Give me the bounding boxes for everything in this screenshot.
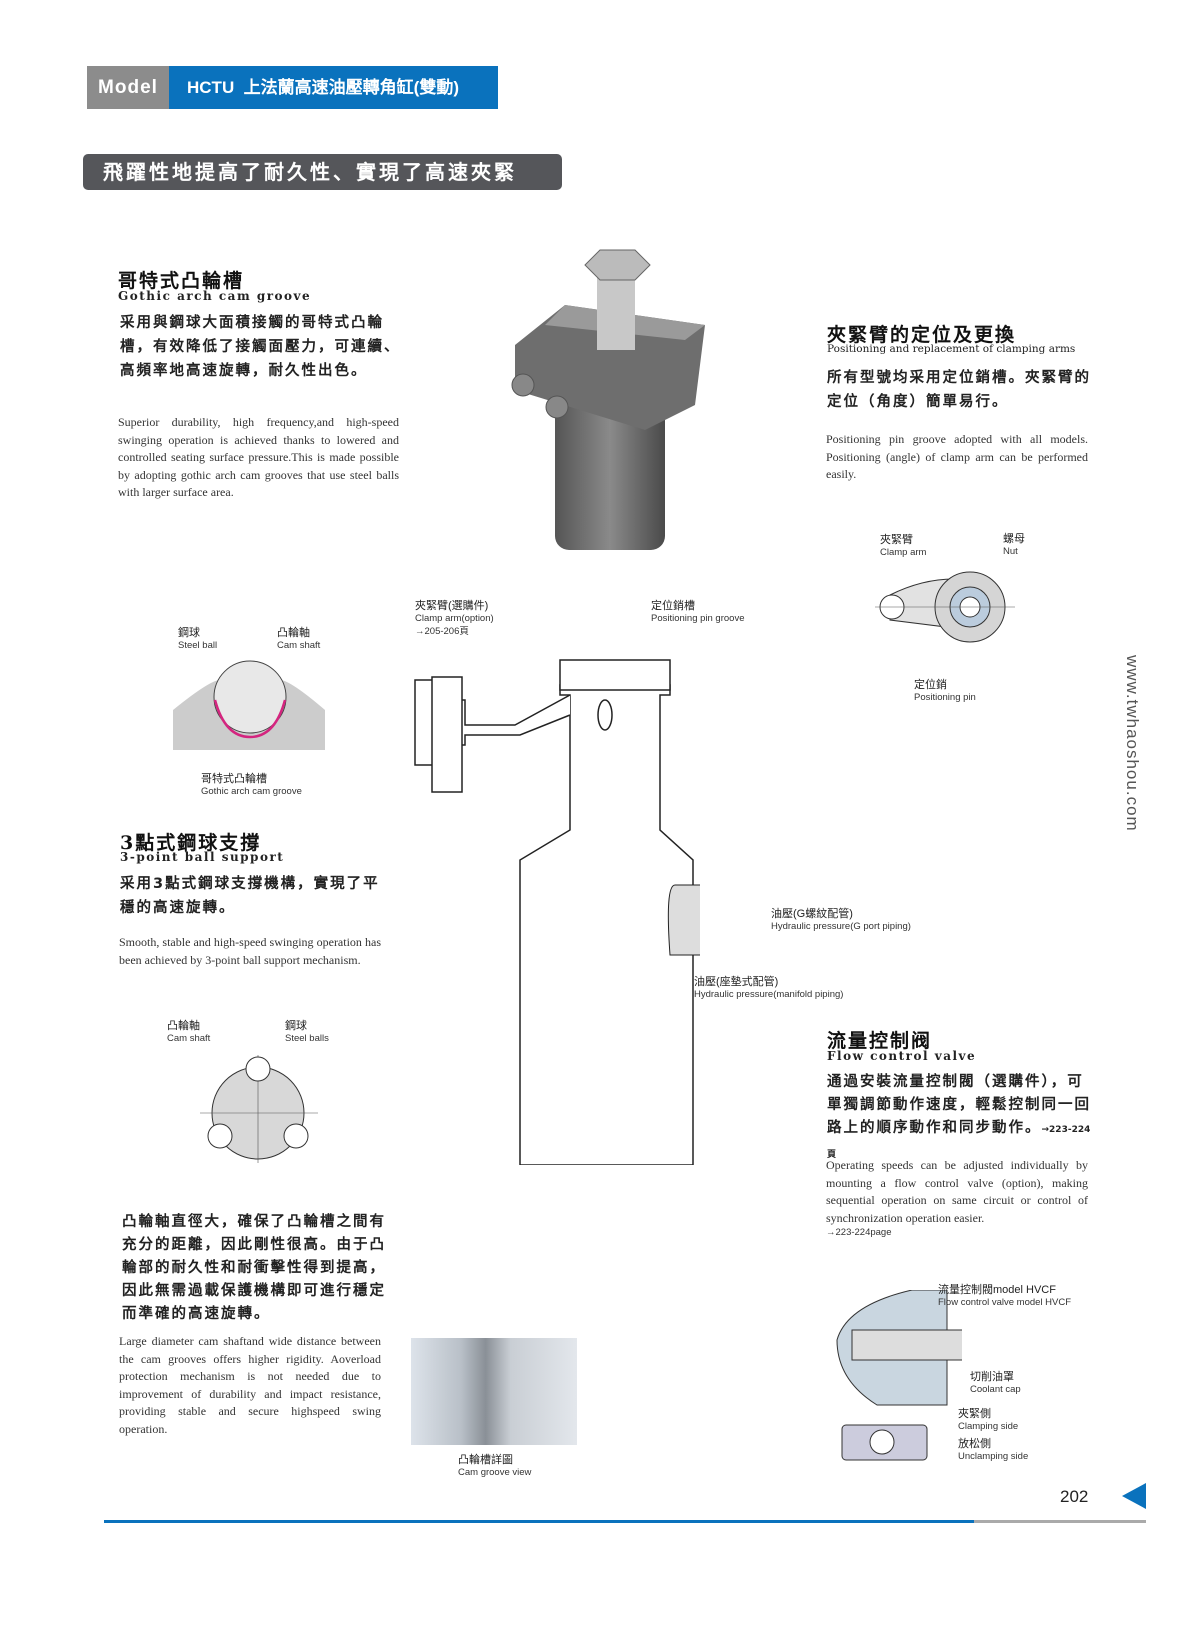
product-photo	[511, 249, 705, 550]
positioning-title-cn: 夾緊臂的定位及更換	[827, 324, 1017, 346]
three-point-diagram	[200, 1055, 318, 1163]
flow-ref: →223-224page	[826, 1227, 892, 1238]
page-number: 202	[1060, 1487, 1089, 1506]
cylinder-diagram	[414, 659, 700, 1165]
footer-rule-gray	[974, 1520, 1146, 1523]
gothic-body-en: Superior durability, high frequency,and …	[118, 415, 399, 499]
headline-banner: 飛躍性地提高了耐久性、實現了高速夾緊	[83, 154, 562, 190]
flow-title-en: Flow control valve	[827, 1049, 977, 1063]
footer-rule	[104, 1520, 974, 1523]
cam-shaft-body-en: Large diameter cam shaftand wide distanc…	[119, 1334, 381, 1436]
gothic-body-cn: 采用與鋼球大面積接觸的哥特式凸輪槽，有效降低了接觸面壓力，可連續、高頻率地高速旋…	[120, 315, 401, 379]
positioning-body-en: Positioning pin groove adopted with all …	[826, 432, 1088, 481]
gothic-groove-diagram	[173, 660, 325, 750]
three-point-body-cn: 采用3點式鋼球支撐機構，實現了平穩的高速旋轉。	[120, 876, 380, 916]
clamp-arm-diagram	[875, 571, 1015, 643]
positioning-title-en: Positioning and replacement of clamping …	[827, 343, 1076, 355]
hydraulic-g-port-label: 油壓(G螺紋配管)Hydraulic pressure(G port pipin…	[771, 908, 911, 932]
model-title: HCTU 上法蘭高速油壓轉角缸(雙動)	[187, 78, 459, 97]
three-point-title-cn: 3點式鋼球支撐	[120, 832, 262, 854]
gothic-title-cn: 哥特式凸輪槽	[118, 270, 245, 292]
hydraulic-manifold-label: 油壓(座墊式配管)Hydraulic pressure(manifold pip…	[694, 976, 844, 1000]
cam-groove-photo	[411, 1338, 577, 1445]
model-label: Model	[87, 66, 169, 109]
clamp-arm-option-label: 夾緊臂(選購件)Clamp arm(option)→205-206頁	[415, 600, 494, 637]
page-arrow-icon[interactable]	[1122, 1483, 1146, 1509]
positioning-body-cn: 所有型號均采用定位銷槽。夾緊臂的定位（角度）簡單易行。	[827, 370, 1091, 410]
flow-title-cn: 流量控制阀	[827, 1030, 933, 1052]
three-point-title-en: 3-point ball support	[120, 850, 285, 864]
website-vertical: www.twhaoshou.com	[1123, 655, 1142, 832]
gothic-title-en: Gothic arch cam groove	[118, 289, 312, 303]
flow-body-cn: 通過安裝流量控制閥（選購件），可單獨調節動作速度，輕鬆控制同一回路上的順序動作和…	[827, 1074, 1091, 1160]
three-point-body-en: Smooth, stable and high-speed swinging o…	[119, 935, 381, 967]
model-bar: Model HCTU 上法蘭高速油壓轉角缸(雙動)	[87, 66, 498, 109]
cam-shaft-body-cn: 凸輪軸直徑大，確保了凸輪槽之間有充分的距離，因此剛性很高。由于凸輪部的耐久性和耐…	[122, 1214, 386, 1322]
flow-body-en: Operating speeds can be adjusted individ…	[826, 1158, 1088, 1225]
flow-valve-diagram	[836, 1290, 962, 1461]
